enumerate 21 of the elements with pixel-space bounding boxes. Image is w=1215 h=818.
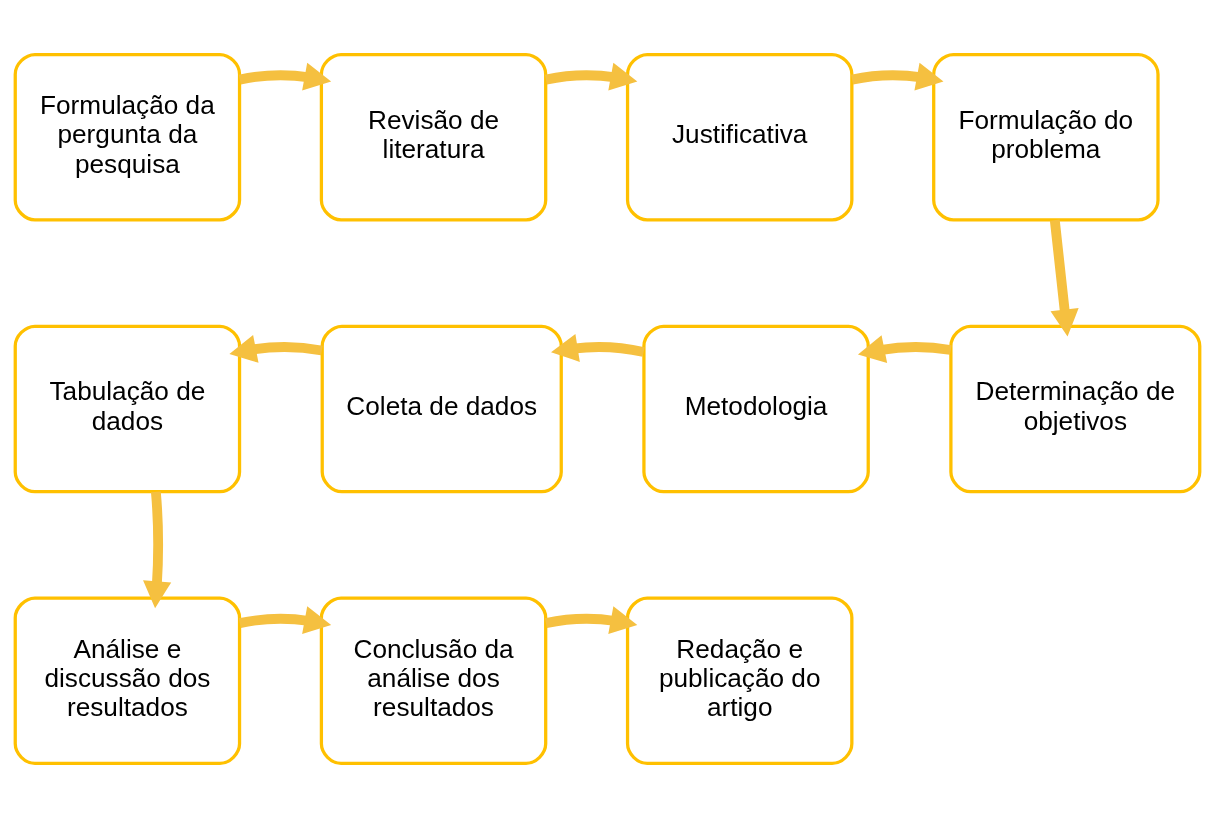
node-box: Redação e publicação do artigo (625, 596, 854, 766)
node-box: Formulação do problema (932, 52, 1160, 222)
arrow (1049, 219, 1079, 337)
node-box: Conclusão da análise dos resultados (319, 596, 548, 766)
arrow (238, 62, 332, 91)
node-box: Determinação de objetivos (949, 324, 1202, 494)
arrow (545, 606, 638, 635)
arrow (238, 606, 332, 635)
arrow (551, 334, 645, 362)
arrow (857, 335, 952, 364)
node-box: Justificativa (625, 52, 854, 222)
node-box: Coleta de dados (320, 324, 563, 494)
node-box: Formulação da pergunta da pesquisa (13, 52, 242, 222)
arrow (229, 335, 323, 363)
node-box: Metodologia (642, 324, 870, 494)
arrow (143, 491, 172, 609)
arrow (851, 62, 944, 91)
arrow (545, 62, 638, 91)
node-box: Análise e discussão dos resultados (13, 596, 242, 766)
node-box: Tabulação de dados (13, 324, 242, 494)
node-box: Revisão de literatura (319, 52, 548, 222)
